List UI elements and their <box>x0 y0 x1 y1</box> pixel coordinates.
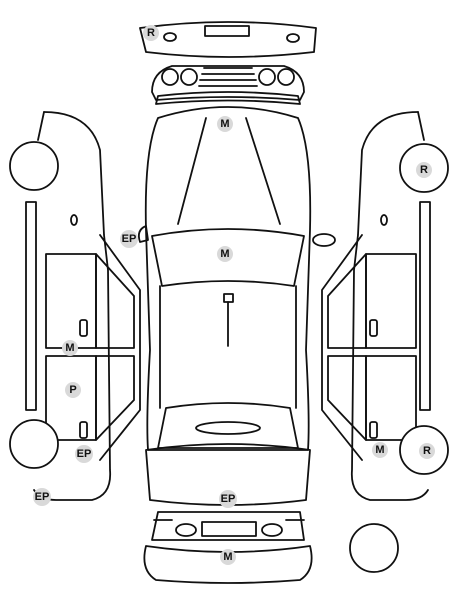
spare-wheel[interactable] <box>349 523 399 573</box>
marker-label: EP <box>122 233 137 245</box>
front-hood-lid[interactable] <box>145 443 311 506</box>
marker-label: EP <box>221 493 236 505</box>
marker-label: M <box>220 118 229 130</box>
marker-left-mirror[interactable]: EP <box>120 230 138 248</box>
marker-left-side-lower[interactable]: M <box>62 340 78 356</box>
marker-right-side-lower[interactable]: M <box>372 442 388 458</box>
marker-left-rear-wheel[interactable]: EP <box>75 445 93 463</box>
marker-right-rear-wheel[interactable]: R <box>419 443 435 459</box>
marker-rear-top[interactable]: R <box>143 25 159 41</box>
marker-windshield[interactable]: M <box>217 246 233 262</box>
rear-panel[interactable] <box>151 65 305 105</box>
marker-left-door-rear[interactable]: P <box>65 382 81 398</box>
marker-trunk[interactable]: EP <box>219 490 237 508</box>
marker-label: R <box>423 445 431 457</box>
left-side-profile[interactable] <box>9 111 141 501</box>
marker-label: M <box>220 248 229 260</box>
marker-left-bottom-corner[interactable]: EP <box>33 488 51 506</box>
marker-label: P <box>69 384 76 396</box>
marker-label: M <box>375 444 384 456</box>
marker-label: M <box>65 342 74 354</box>
marker-label: R <box>147 27 155 39</box>
rear-bumper[interactable] <box>139 21 317 58</box>
front-bumper[interactable] <box>143 511 313 584</box>
marker-label: EP <box>35 491 50 503</box>
marker-label: R <box>420 164 428 176</box>
car-body-top-view[interactable] <box>137 106 336 451</box>
marker-label: M <box>223 551 232 563</box>
marker-hood[interactable]: M <box>217 116 233 132</box>
marker-front-bumper[interactable]: M <box>220 549 236 565</box>
marker-label: EP <box>77 448 92 460</box>
marker-right-front-wheel[interactable]: R <box>416 162 432 178</box>
